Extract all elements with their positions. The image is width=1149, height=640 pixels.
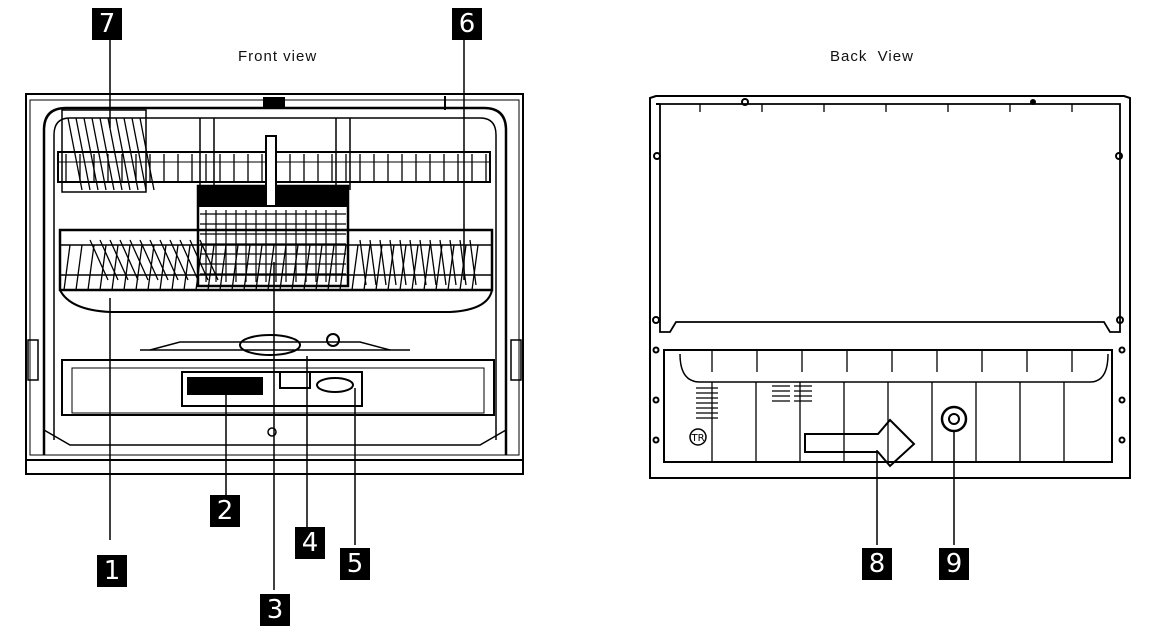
- rack-wire: [87, 244, 95, 291]
- cutlery-basket-grid: [200, 210, 346, 282]
- callout-3: 3: [260, 594, 290, 626]
- cup-shelf-wire: [67, 117, 83, 191]
- rack-wire: [255, 244, 263, 291]
- rack-wire: [75, 244, 83, 291]
- front-view-title: Front view: [238, 48, 318, 65]
- back-panel-details: [696, 104, 1073, 462]
- cup-shelf-wire: [139, 117, 155, 191]
- rack-wire: [207, 244, 215, 291]
- plate-tine: [89, 239, 109, 281]
- cup-shelf-wire: [107, 117, 123, 191]
- cup-shelf-wire: [115, 117, 131, 191]
- plate-tine: [129, 239, 149, 281]
- rack-wire: [363, 244, 371, 291]
- rack-wire: [123, 244, 131, 291]
- callout-9: 9: [939, 548, 969, 580]
- callout-1: 1: [97, 555, 127, 587]
- plate-tine: [149, 239, 169, 281]
- cup-shelf-wire: [91, 117, 107, 191]
- rack-wire: [231, 244, 239, 291]
- rack-wire: [279, 244, 287, 291]
- rack-wire: [195, 244, 203, 291]
- plate-tine: [179, 239, 199, 281]
- plate-tine: [199, 239, 219, 281]
- callout-2: 2: [210, 495, 240, 527]
- plate-tine: [409, 239, 417, 286]
- plate-tine: [429, 239, 437, 286]
- back-leader-lines: [876, 430, 955, 545]
- cup-shelf-wire: [123, 117, 139, 191]
- rack-wire: [375, 244, 383, 291]
- rack-wire: [399, 244, 407, 291]
- rack-wire: [447, 244, 455, 291]
- cup-shelf-wire: [75, 117, 91, 191]
- plate-tine: [109, 239, 129, 281]
- rack-wire: [303, 244, 311, 291]
- cup-shelf-wire: [99, 117, 115, 191]
- front-rack-tines: [63, 117, 487, 291]
- rack-wire: [435, 244, 443, 291]
- plate-tine: [469, 239, 477, 286]
- rack-wire: [291, 244, 299, 291]
- rack-wire: [63, 244, 71, 291]
- rack-wire: [135, 244, 143, 291]
- plate-tine: [159, 239, 179, 281]
- rack-wire: [315, 244, 323, 291]
- rack-wire: [267, 244, 275, 291]
- rack-wire: [387, 244, 395, 291]
- cup-shelf-wire: [131, 117, 147, 191]
- rack-wire: [411, 244, 419, 291]
- front-view-drawing: [25, 93, 524, 475]
- plate-tine: [399, 239, 407, 286]
- rack-wire: [423, 244, 431, 291]
- rack-wire: [171, 244, 179, 291]
- rack-wire: [471, 244, 479, 291]
- plate-tine: [389, 239, 397, 286]
- plate-tine: [449, 239, 457, 286]
- plate-tine: [379, 239, 387, 286]
- back-view-title: Back View: [830, 48, 914, 65]
- plate-tine: [99, 239, 119, 281]
- plate-tine: [189, 239, 209, 281]
- rack-wire: [351, 244, 359, 291]
- rack-wire: [147, 244, 155, 291]
- rack-wire: [183, 244, 191, 291]
- rack-wire: [111, 244, 119, 291]
- rack-wire: [243, 244, 251, 291]
- rack-wire: [327, 244, 335, 291]
- plate-tine: [119, 239, 139, 281]
- plate-tine: [459, 239, 467, 286]
- callout-8: 8: [862, 548, 892, 580]
- cup-shelf-wire: [83, 117, 99, 191]
- callout-5: 5: [340, 548, 370, 580]
- front-leader-lines: [109, 40, 465, 590]
- plate-tine: [139, 239, 159, 281]
- rack-wire: [219, 244, 227, 291]
- plate-tine: [419, 239, 427, 286]
- rack-wire: [459, 244, 467, 291]
- plate-tine: [169, 239, 189, 281]
- plate-tine: [439, 239, 447, 286]
- rack-wire: [339, 244, 347, 291]
- callout-4: 4: [295, 527, 325, 559]
- callout-6: 6: [452, 8, 482, 40]
- back-view-drawing: TR: [649, 95, 1131, 479]
- plate-tine: [359, 239, 367, 286]
- callout-7: 7: [92, 8, 122, 40]
- svg-text:TR: TR: [690, 433, 704, 444]
- plate-tine: [369, 239, 377, 286]
